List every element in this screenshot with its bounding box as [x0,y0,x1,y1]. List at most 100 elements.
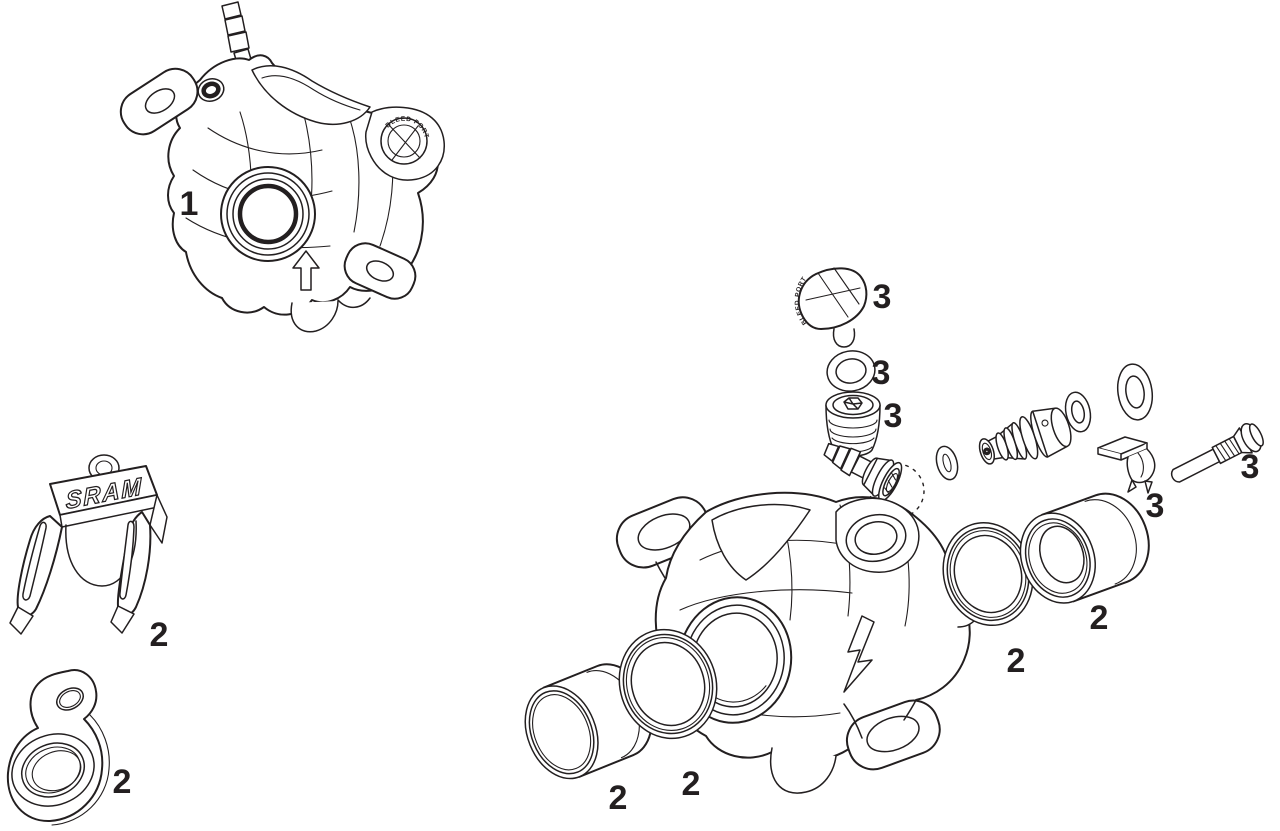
fitting-body-end [1050,407,1072,448]
label-piston-seal-right: 2 [1007,642,1026,680]
screw-head-inner [832,394,874,416]
washer-hole [1070,400,1086,424]
pin-shaft [1170,448,1221,483]
screw-thread [831,437,875,445]
washer-hole [1125,375,1145,409]
clip-arm [1126,448,1156,484]
pad-pin-bolt-drawing [1170,423,1264,483]
mount-gasket-drawing [6,669,110,826]
clip-u-opening [65,520,137,587]
mount-ear-bottom [343,242,417,300]
facet-line [349,119,360,233]
ear-hole [637,513,691,551]
hose-fitting-exploded-drawing [823,442,925,519]
seal-ring [622,633,714,735]
fitting-side-hole [1041,419,1049,427]
banjo-bolt-icon [197,77,225,103]
oring-slot [942,453,952,473]
mount-ear-left [119,67,199,136]
label-pad-spreader-clip: 2 [150,616,169,654]
pin-thread-marks [1215,438,1240,462]
up-arrow-icon [292,250,320,291]
piston-face-ring [528,690,595,775]
clip-slot-right [119,520,135,600]
pin-head-end [1248,423,1264,447]
bleed-port-cap-drawing: BLEED PORT [794,267,868,348]
label-bleed-screw-oring: 3 [872,354,891,392]
clip-prong [1144,480,1153,494]
compression-fitting-drawing [978,407,1072,465]
oring-inner [835,358,867,384]
cap-facet [805,267,861,318]
seal-hole [630,641,706,727]
pad-window-inner [261,75,361,111]
fitting-end-hole [983,447,991,456]
washer-large-drawing [1116,363,1154,421]
pad-spreader-clip-drawing: SRAM [9,454,168,635]
body-crease [843,615,875,693]
ear-arm [843,699,917,739]
bore-rim [220,166,316,262]
piston-seal-right-drawing [942,521,1034,627]
ring-inner2 [31,750,82,792]
cap-nub [832,328,856,348]
label-pad-pin-bolt: 3 [1241,448,1260,486]
fitting-barb [831,445,851,470]
oring-outer [826,350,876,392]
facet-line [207,127,323,155]
badge-inner [387,124,421,158]
oring-outer [935,445,959,481]
caliper-bore [220,166,316,262]
cap-outline [797,267,868,330]
banjo-ring [201,81,221,99]
piston-seal-left-drawing [618,628,718,740]
pad-window [711,503,811,581]
bleed-screw-drawing [825,391,881,457]
label-piston-left: 2 [609,779,628,817]
piston-bore [1039,525,1085,584]
bore-ring [232,178,304,250]
ear-hole [365,260,395,282]
piston-face-ring2 [532,694,592,771]
piston-face-ring2 [1028,522,1088,594]
bore-shadow [237,183,299,245]
seal-hole [953,534,1023,614]
label-piston-right: 2 [1090,599,1109,637]
gasket-hole-inner [59,690,81,708]
part-labels: 1 2 2 3 3 3 3 3 2 2 2 2 [113,185,1260,817]
screw-thread [829,428,877,438]
label-mount-gasket: 2 [113,763,132,801]
clip-foot-right [110,605,135,634]
label-piston-seal-left: 2 [682,765,701,803]
caliper-assembly-drawing: BLEED PORT [119,1,445,333]
ear-hole [144,88,176,114]
screw-thread [828,419,878,429]
caliper-body-exploded-drawing [615,491,981,794]
gasket-thickness [51,714,110,826]
clip-prong [1127,479,1137,493]
clip-slot-left [22,521,47,601]
ear-hole [866,715,920,753]
fitting-thread-hatch [884,473,897,494]
piston-right-drawing [1019,492,1150,604]
fitting-oring-small-drawing [935,445,959,481]
fitting-barb [840,447,862,477]
barb-segment [224,15,246,36]
leg-arch [769,747,837,794]
pin-retainer-clip-drawing [1097,436,1156,494]
label-caliper-assembly: 1 [180,185,199,223]
clip-foot-left [9,606,34,635]
leg-arch [290,300,339,333]
boss-rim [845,513,907,563]
barb-segment [221,1,242,20]
gasket-hole [56,687,84,711]
washer-outer [1116,363,1154,421]
label-pin-retainer-clip: 3 [1146,487,1165,525]
leg-right [337,297,371,308]
piston-face-ring [1024,518,1091,598]
screw-hex-socket [843,397,863,410]
label-bleed-port-cap: 3 [873,278,892,316]
piston-chamfer [1084,499,1137,585]
